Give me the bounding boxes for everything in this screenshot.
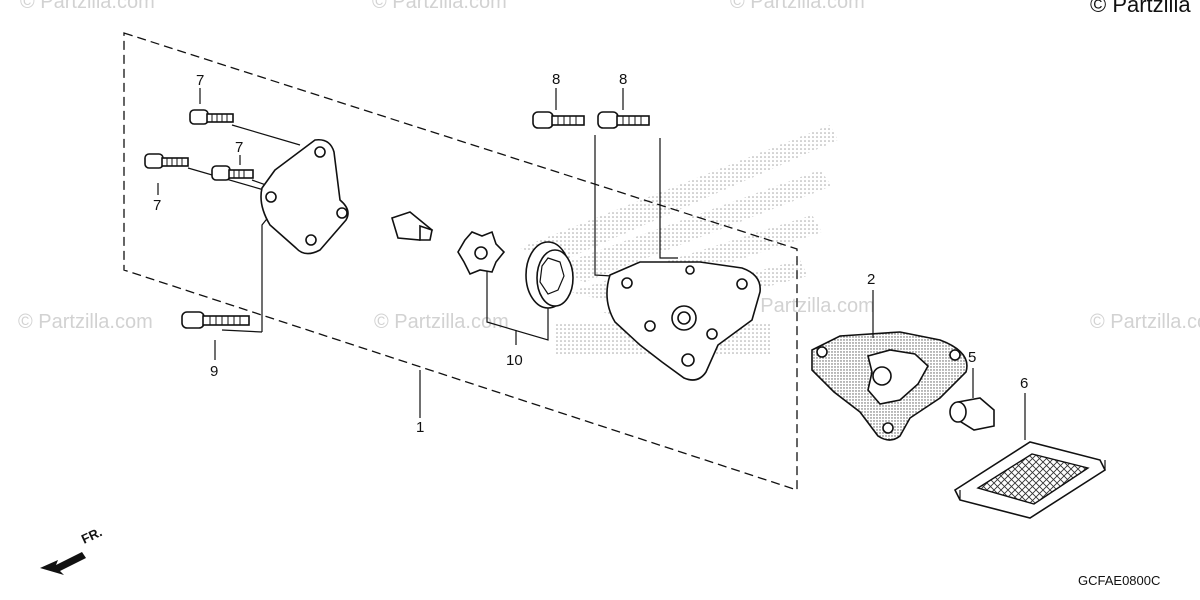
diagram-code: GCFAE0800C [1078, 573, 1160, 588]
front-direction-arrow: FR. [40, 524, 104, 575]
callout-1: 1 [416, 419, 424, 436]
bolt-8-left [532, 111, 585, 129]
watermark: © Partzilla.com [730, 0, 865, 13]
watermarks: © Partzilla.com © Partzilla.com © Partzi… [18, 0, 1200, 333]
callout-9: 9 [210, 363, 218, 380]
watermark: © Partzilla.com [1090, 311, 1200, 333]
bolt-7-middle [211, 165, 254, 181]
watermark: © Partzilla.com [740, 295, 875, 317]
callout-8: 8 [552, 71, 560, 88]
oil-strainer-screen [953, 441, 1107, 519]
callout-6: 6 [1020, 375, 1028, 392]
direction-label: FR. [79, 524, 104, 546]
outer-rotor [525, 241, 574, 309]
callout-8: 8 [619, 71, 627, 88]
callout-7: 7 [153, 197, 161, 214]
callout-7: 7 [235, 139, 243, 156]
callouts: 7 7 7 8 8 9 1 10 2 5 6 [153, 71, 1028, 436]
callout-5: 5 [968, 349, 976, 366]
callout-7: 7 [196, 72, 204, 89]
watermark: © Partzilla.com [374, 311, 509, 333]
bolt-8-right [597, 111, 650, 129]
watermark: © Partzilla.com [18, 311, 153, 333]
sleeve [949, 397, 995, 431]
bolt-9 [181, 311, 250, 329]
watermark: © Partzilla.com [372, 0, 507, 13]
watermark: © Partzilla.com [20, 0, 155, 13]
bolt-7-left [144, 153, 189, 169]
pump-cover [260, 138, 349, 255]
callout-2: 2 [867, 271, 875, 288]
callout-10: 10 [506, 352, 523, 369]
bolt-7-top [189, 109, 234, 125]
corner-copyright: © Partzilla [1090, 0, 1191, 17]
gasket [811, 331, 968, 441]
inner-rotor [457, 230, 506, 276]
pump-shaft [391, 211, 434, 241]
pump-body [606, 261, 761, 381]
